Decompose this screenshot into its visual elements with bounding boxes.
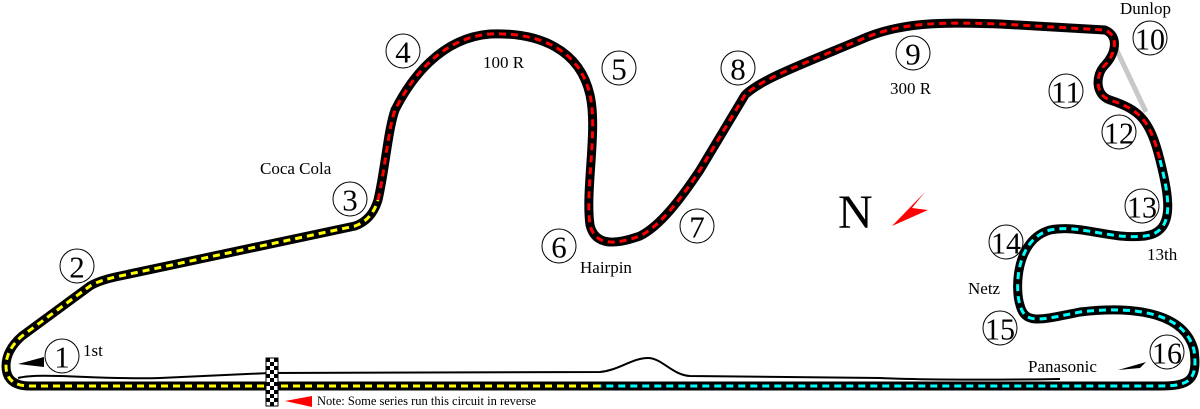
- sector-1: [4, 199, 600, 388]
- corner-marker-1: 1: [44, 338, 80, 375]
- label-panasonic: Panasonic: [1028, 357, 1097, 376]
- corner-marker-16: 16: [1149, 334, 1185, 371]
- corner-number: 6: [551, 230, 567, 265]
- corner-circle: [332, 181, 368, 217]
- label-hairpin: Hairpin: [580, 258, 632, 277]
- corner-marker-5: 5: [601, 50, 637, 87]
- corner-number: 15: [985, 312, 1015, 347]
- label-dunlop: Dunlop: [1120, 0, 1171, 18]
- reverse-note: Note: Some series run this circuit in re…: [317, 394, 536, 408]
- corner-number: 7: [689, 210, 705, 245]
- corner-marker-12: 12: [1101, 114, 1137, 151]
- corner-marker-13: 13: [1124, 188, 1160, 225]
- north-arrow-icon: [892, 192, 928, 226]
- corner-circle: [988, 224, 1024, 260]
- corner-circle: [895, 35, 931, 71]
- corner-marker-11: 11: [1048, 73, 1084, 110]
- corner-number: 8: [730, 52, 746, 87]
- corner-number: 3: [342, 183, 358, 218]
- corner-number: 13: [1127, 190, 1157, 225]
- corner-circle: [679, 208, 715, 244]
- corner-number: 9: [905, 37, 921, 72]
- corner-marker-15: 15: [982, 310, 1018, 347]
- corner-marker-9: 9: [895, 35, 931, 72]
- corner-circle: [1124, 188, 1160, 224]
- corner-marker-14: 14: [988, 224, 1024, 261]
- label-1st: 1st: [83, 341, 103, 360]
- corner-circle: [385, 33, 421, 69]
- corner-number: 11: [1051, 75, 1081, 110]
- corner-number: 1: [54, 340, 70, 375]
- corner-marker-3: 3: [332, 181, 368, 218]
- corner-circle: [601, 50, 637, 86]
- reverse-note-arrow-icon: [285, 396, 312, 407]
- label-100r: 100 R: [483, 53, 525, 72]
- corner-circle: [1149, 334, 1185, 370]
- corner-circle: [1132, 20, 1168, 56]
- label-coca-cola: Coca Cola: [260, 159, 332, 178]
- corner-circle: [1101, 114, 1137, 150]
- corner-number: 12: [1104, 116, 1134, 151]
- label-13th: 13th: [1147, 245, 1178, 264]
- corner-circle: [541, 228, 577, 264]
- start-finish-flag: [265, 357, 279, 407]
- corner-number: 14: [991, 226, 1021, 261]
- corner-number: 5: [611, 52, 627, 87]
- pit-lane: [17, 356, 1061, 381]
- corner-circle: [1048, 73, 1084, 109]
- corner-marker-7: 7: [679, 208, 715, 245]
- corner-number: 16: [1152, 336, 1182, 371]
- corner-circle: [720, 50, 756, 86]
- north-label: N: [838, 186, 873, 239]
- direction-arrow-icon: [1118, 362, 1146, 370]
- corner-marker-8: 8: [720, 50, 756, 87]
- corner-marker-2: 2: [59, 248, 95, 285]
- label-netz: Netz: [968, 279, 1001, 298]
- corner-circle: [982, 310, 1018, 346]
- corner-number: 10: [1135, 22, 1165, 57]
- corner-number: 2: [69, 250, 85, 285]
- corner-circle: [44, 338, 80, 374]
- corner-number: 4: [395, 35, 411, 70]
- corner-marker-10: 10: [1132, 20, 1168, 57]
- sector-3: [600, 159, 1197, 388]
- direction-arrow-icon: [18, 357, 44, 367]
- corner-marker-6: 6: [541, 228, 577, 265]
- corner-circle: [59, 248, 95, 284]
- sector-2: [376, 21, 1162, 244]
- label-300r: 300 R: [890, 79, 932, 98]
- corner-marker-4: 4: [385, 33, 421, 70]
